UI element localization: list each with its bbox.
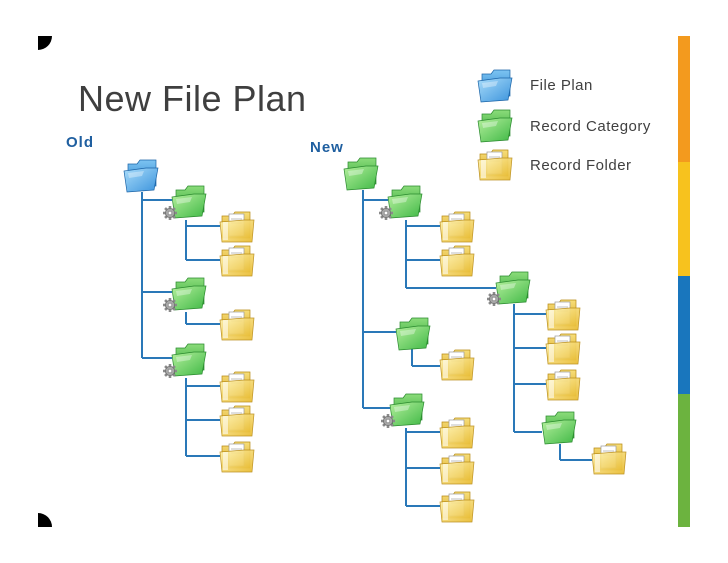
new-gear-icon [379,206,393,220]
old-record-folder-icon [219,309,255,341]
new-record-category-icon [541,411,577,445]
new-record-category-icon [495,271,531,305]
new-record-folder-icon [439,211,475,243]
new-record-folder-icon [591,443,627,475]
old-file-plan-icon [123,159,159,193]
new-record-folder-icon [439,349,475,381]
new-record-category-icon [387,185,423,219]
old-record-category-icon [171,277,207,311]
old-record-folder-icon [219,371,255,403]
stripe-orange [678,36,690,162]
old-record-folder-icon [219,245,255,277]
old-record-category-icon [171,185,207,219]
old-record-category-icon [171,343,207,377]
new-gear-icon [487,292,501,306]
old-gear-icon [163,298,177,312]
file-plan-folder-icon [477,69,513,103]
legend-label-file-plan: File Plan [530,77,593,94]
old-record-folder-icon [219,405,255,437]
tree-icons [123,157,627,523]
tree-connectors [141,190,592,507]
new-record-category-icon [343,157,379,191]
new-record-folder-icon [545,369,581,401]
new-record-folder-icon [439,245,475,277]
stripe-blue [678,276,690,394]
new-record-folder-icon [545,333,581,365]
new-record-folder-icon [439,491,475,523]
old-record-folder-icon [219,211,255,243]
new-gear-icon [381,414,395,428]
legend-label-record-folder: Record Folder [530,157,632,174]
stripe-green [678,394,690,527]
new-record-category-icon [395,317,431,351]
legend-icons [477,69,513,181]
old-gear-icon [163,364,177,378]
new-record-folder-icon [439,453,475,485]
new-record-category-icon [389,393,425,427]
old-record-folder-icon [219,441,255,473]
new-record-folder-icon [545,299,581,331]
old-section-label: Old [66,134,94,151]
old-gear-icon [163,206,177,220]
record-category-folder-icon [477,109,513,143]
record-folder-icon [477,149,513,181]
new-section-label: New [310,139,344,156]
legend-label-record-category: Record Category [530,118,651,135]
slide-title: New File Plan [78,78,307,119]
new-record-folder-icon [439,417,475,449]
stripe-yellow [678,162,690,276]
